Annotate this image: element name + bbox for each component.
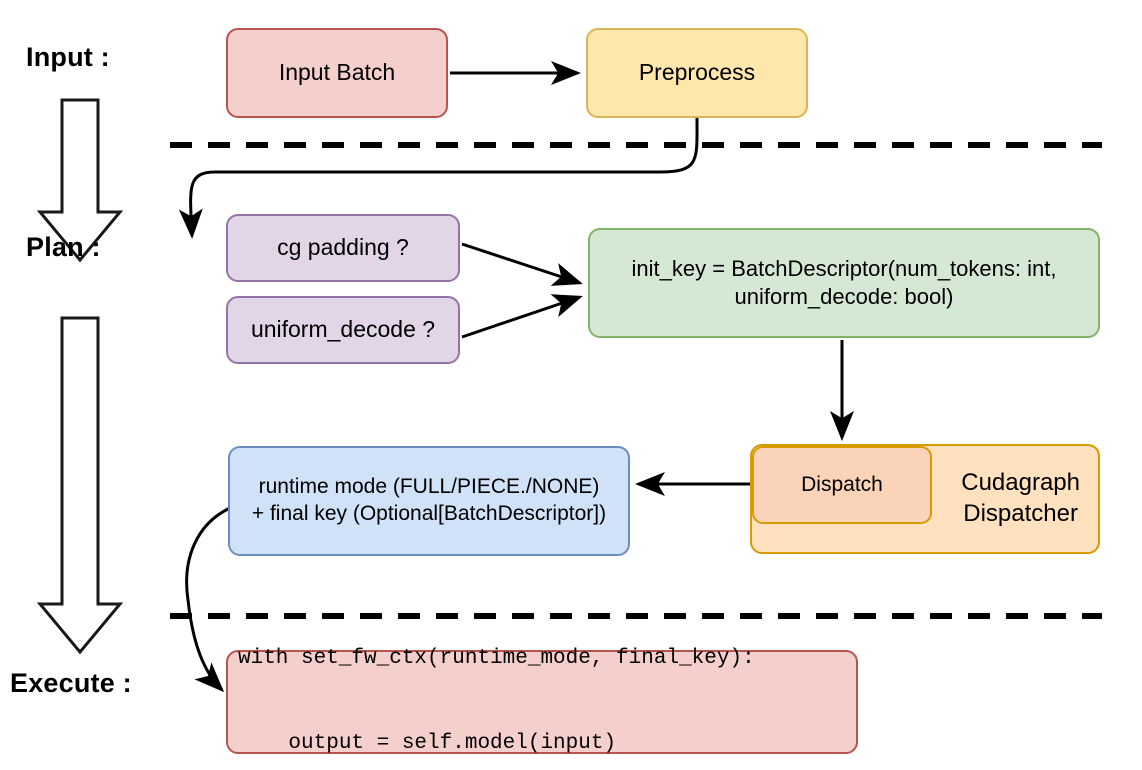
node-execute-code-text: with set_fw_ctx(runtime_mode, final_key)… <box>238 589 755 770</box>
node-execute-code-block[interactable]: with set_fw_ctx(runtime_mode, final_key)… <box>226 647 858 755</box>
node-cg-padding-label: cg padding ? <box>277 234 409 261</box>
node-init-key[interactable]: init_key = BatchDescriptor(num_tokens: i… <box>588 228 1100 338</box>
node-cudagraph-dispatcher-line1: Cudagraph <box>961 469 1080 497</box>
node-input-batch-label: Input Batch <box>278 59 396 86</box>
node-dispatch-label: Dispatch <box>801 472 883 496</box>
stage-label-execute: Execute : <box>10 668 132 698</box>
connector-uniform-decode-to-init-key <box>461 294 583 339</box>
node-dispatch[interactable]: Dispatch <box>752 446 932 524</box>
node-init-key-text: init_key = BatchDescriptor(num_tokens: i… <box>598 255 1090 311</box>
node-runtime-mode[interactable]: runtime mode (FULL/PIECE./NONE) + final … <box>228 446 630 556</box>
node-preprocess-label: Preprocess <box>638 59 756 86</box>
plan-to-execute-block-arrow <box>36 316 124 655</box>
node-cudagraph-dispatcher-text: Cudagraph Dispatcher <box>961 468 1080 529</box>
node-uniform-decode-label: uniform_decode ? <box>250 316 436 343</box>
node-init-key-line1: init_key = BatchDescriptor(num_tokens: i… <box>631 255 1057 281</box>
node-init-key-line2: uniform_decode: bool) <box>734 284 954 309</box>
stage-label-input: Input : <box>26 42 110 72</box>
node-runtime-mode-line2: + final key (Optional[BatchDescriptor]) <box>251 502 607 525</box>
node-runtime-mode-text: runtime mode (FULL/PIECE./NONE) + final … <box>238 474 620 528</box>
connector-cg-padding-to-init-key <box>461 242 583 286</box>
node-runtime-mode-line1: runtime mode (FULL/PIECE./NONE) <box>258 475 600 499</box>
connector-runtime-mode-to-code <box>185 506 231 693</box>
node-uniform-decode[interactable]: uniform_decode ? <box>226 296 460 364</box>
node-preprocess[interactable]: Preprocess <box>586 28 808 118</box>
code-line-2: output = self.model(input) <box>238 732 617 756</box>
node-cg-padding[interactable]: cg padding ? <box>226 214 460 282</box>
node-cudagraph-dispatcher-line2: Dispatcher <box>963 500 1078 527</box>
stage-label-plan: Plan : <box>26 232 101 262</box>
code-line-1: with set_fw_ctx(runtime_mode, final_key)… <box>238 647 755 671</box>
node-input-batch[interactable]: Input Batch <box>226 28 448 118</box>
